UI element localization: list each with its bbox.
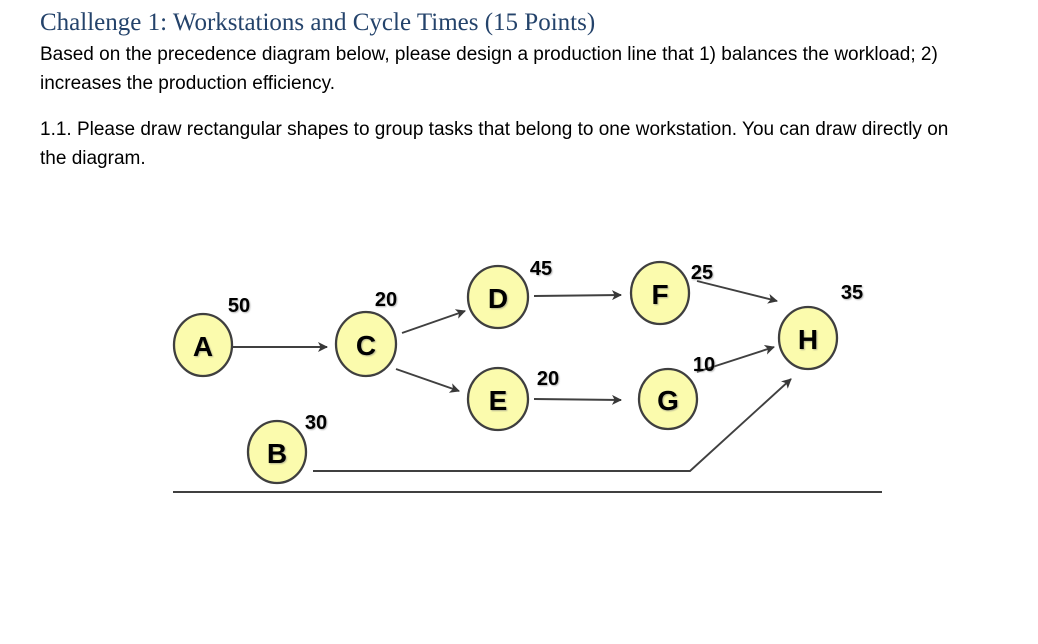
edge-C-to-E [395, 368, 460, 393]
node-F: F 25 [629, 260, 713, 326]
nodes-layer: A 50B 30 C 20 D 45E 20 F 25G 10 H 35 [172, 258, 863, 485]
node-E-letter: E [489, 385, 508, 416]
node-B: B 30 [246, 412, 327, 485]
page-title: Challenge 1: Workstations and Cycle Time… [40, 9, 596, 36]
node-F-circle [629, 260, 691, 326]
node-E-circle [466, 366, 530, 432]
edges-layer [173, 280, 882, 493]
intro-line-2: increases the production efficiency. [40, 73, 336, 94]
node-G: G 10 [637, 354, 715, 431]
node-C: C 20 [334, 289, 398, 378]
node-F-time-label: 25 [691, 262, 713, 284]
edge-D-to-F [533, 290, 622, 301]
node-B-letter: B [267, 438, 287, 469]
edge-C-to-D [401, 309, 466, 334]
node-D: D 45 [466, 258, 552, 330]
node-H-time-label: 35 [841, 282, 863, 304]
node-A-letter: A [193, 331, 213, 362]
node-F-letter: F [651, 279, 668, 310]
node-A: A 50 [172, 295, 250, 378]
node-E: E 20 [466, 366, 559, 432]
node-G-time-label: 10 [693, 354, 715, 376]
node-D-time-label: 45 [530, 258, 552, 280]
intro-paragraph: Based on the precedence diagram below, p… [40, 40, 938, 98]
intro-line-1: Based on the precedence diagram below, p… [40, 44, 938, 65]
question-line-2: the diagram. [40, 148, 146, 169]
node-D-circle [466, 264, 530, 330]
node-A-time-label: 50 [228, 295, 250, 317]
node-C-circle [334, 310, 398, 378]
node-H-circle [777, 305, 839, 371]
node-E-time-label: 20 [537, 368, 559, 390]
node-H: H 35 [777, 282, 863, 371]
edge-G-to-H [696, 345, 775, 373]
edge-B-to-H [313, 378, 792, 472]
node-G-letter: G [657, 385, 679, 416]
question-line-1: 1.1. Please draw rectangular shapes to g… [40, 119, 949, 140]
node-A-circle [172, 312, 234, 378]
node-C-time-label: 20 [375, 289, 397, 311]
node-B-circle [246, 419, 308, 485]
node-G-circle [637, 367, 699, 431]
node-H-letter: H [798, 324, 818, 355]
node-C-letter: C [356, 330, 376, 361]
node-D-letter: D [488, 283, 508, 314]
edge-F-to-H [696, 280, 778, 304]
question-1-1-paragraph: 1.1. Please draw rectangular shapes to g… [40, 115, 948, 173]
node-B-time-label: 30 [305, 412, 327, 434]
edge-E-to-G [533, 394, 622, 405]
